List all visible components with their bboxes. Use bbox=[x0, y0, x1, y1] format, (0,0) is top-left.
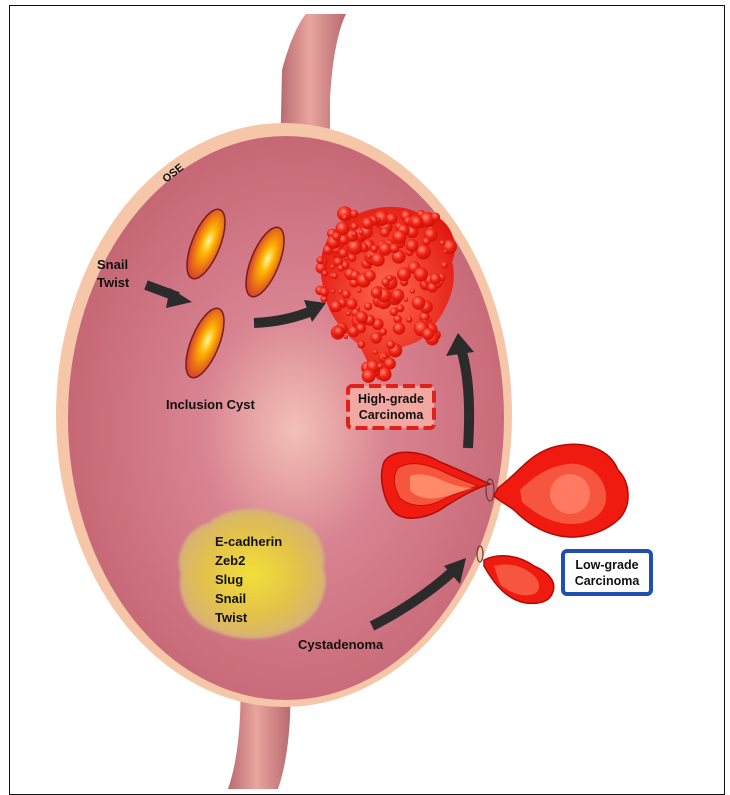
figure-frame bbox=[9, 5, 725, 795]
